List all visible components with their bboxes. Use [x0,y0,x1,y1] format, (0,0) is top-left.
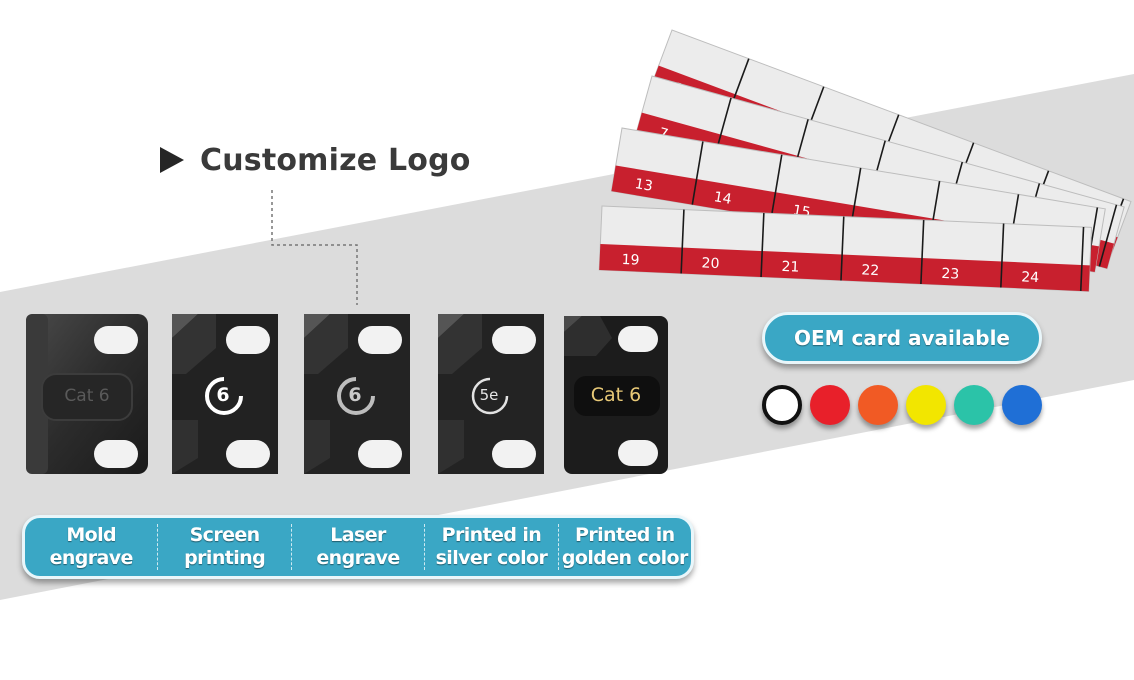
key-logo-silver: 5e [479,386,499,404]
label-number: 24 [1021,269,1040,286]
swatch-red [810,385,850,425]
heading-text: Customize Logo [200,142,471,178]
label-number: 13 [634,176,654,195]
label-number: 19 [621,252,640,269]
key-logo-screen: 6 [216,384,230,406]
swatch-white [762,385,802,425]
label-number: 20 [701,255,720,272]
label-number: 22 [861,262,880,279]
label-card: 19 20 21 22 23 24 [598,205,1093,292]
customize-logo-heading: Customize Logo [160,140,471,180]
label-number: 23 [941,266,960,283]
key-screen-printing: 6 [164,308,286,476]
key-golden-print: Cat 6 [562,308,670,476]
key-logo-mold: Cat 6 [64,386,110,406]
label-number: 14 [713,189,733,208]
key-logo-laser: 6 [348,384,362,406]
key-laser-engrave: 6 [296,308,418,476]
key-mold-engrave: Cat 6 [24,308,150,476]
label-number: 21 [781,259,800,276]
color-swatches [762,385,1042,425]
swatch-orange [858,385,898,425]
key-silver-print: 5e [430,308,552,476]
swatch-yellow [906,385,946,425]
oem-card-badge: OEM card available [762,312,1042,364]
key-logo-golden: Cat 6 [590,384,642,406]
play-arrow-icon [160,147,184,173]
swatch-blue [1002,385,1042,425]
swatch-teal [954,385,994,425]
key-samples: Cat 6 6 6 [20,308,700,488]
